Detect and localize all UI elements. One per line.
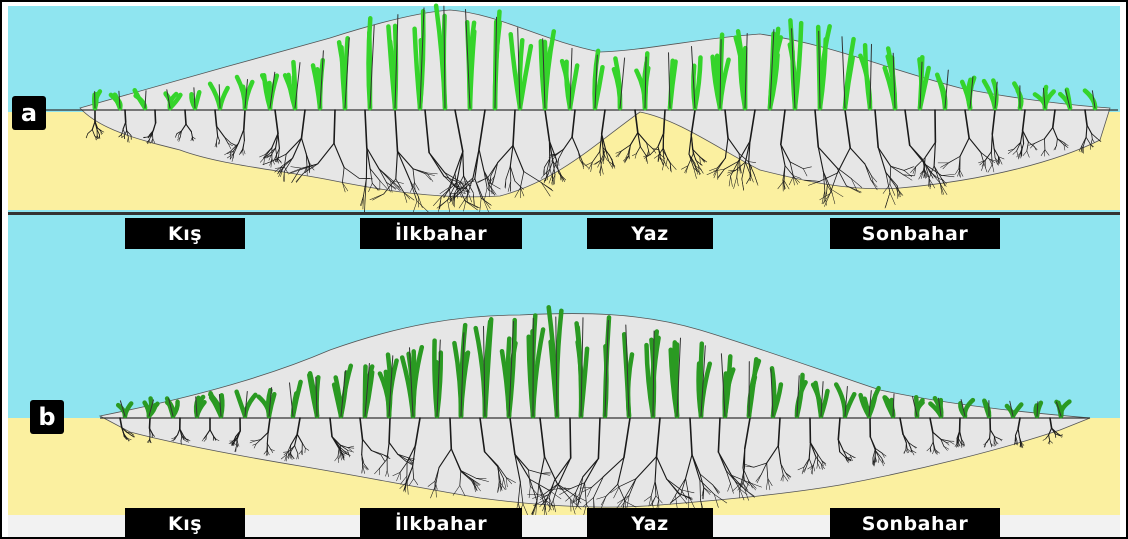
panel-b — [8, 215, 1120, 524]
leaf-blade — [434, 341, 437, 416]
root-branch — [463, 151, 464, 175]
leaf-blade — [369, 18, 371, 108]
leaf-blade — [293, 62, 295, 108]
leaf-blade — [670, 61, 673, 108]
root-branch — [570, 418, 571, 458]
root-branch — [990, 430, 991, 438]
panel-a-season-summer: Yaz — [587, 218, 713, 249]
root-branch — [267, 432, 268, 443]
root-branch — [362, 439, 363, 454]
panel-b-season-spring: İlkbahar — [360, 508, 522, 539]
root-branch — [185, 110, 186, 124]
panel-separator — [8, 212, 1120, 215]
root-branch — [124, 433, 125, 437]
leaf-blade — [674, 342, 677, 416]
panel-a-badge: a — [12, 96, 46, 130]
root-branch — [334, 110, 335, 143]
panel-a-season-winter: Kış — [125, 218, 245, 249]
root-branch — [155, 110, 156, 123]
panel-a-season-spring: İlkbahar — [360, 218, 522, 249]
root-branch — [389, 418, 390, 443]
panel-b-season-autumn: Sonbahar — [830, 508, 1000, 539]
root-branch — [267, 444, 268, 451]
panel-b-season-summer: Yaz — [587, 508, 713, 539]
root-branch — [150, 418, 151, 428]
panel-a-season-autumn: Sonbahar — [830, 218, 1000, 249]
panel-b-badge: b — [30, 400, 64, 434]
panel-a — [8, 6, 1120, 217]
root-branch — [244, 130, 245, 141]
panel-b-season-winter: Kış — [125, 508, 245, 539]
leaf-blade — [317, 69, 320, 108]
root-branch — [125, 110, 126, 122]
